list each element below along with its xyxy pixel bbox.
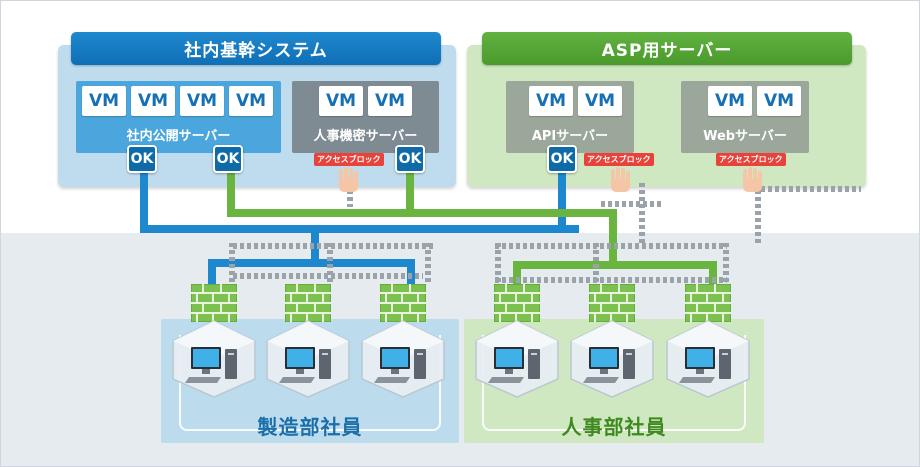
- vm-box: VM: [82, 86, 126, 116]
- network-line-blue: [140, 171, 148, 233]
- ok-badge: OK: [127, 145, 157, 173]
- hr-confidential-group: [292, 81, 439, 153]
- vm-box: VM: [131, 86, 175, 116]
- access-block-marker: アクセスブロック: [716, 153, 786, 200]
- network-line-green: [609, 209, 617, 269]
- access-block-label: アクセスブロック: [314, 153, 384, 166]
- vm-box: VM: [757, 86, 801, 116]
- vm-box: VM: [708, 86, 752, 116]
- ok-badge: OK: [213, 145, 243, 173]
- blocked-path: [639, 183, 645, 243]
- lower-background: [1, 233, 919, 466]
- blocked-path: [723, 243, 729, 283]
- network-line-blue: [208, 259, 216, 285]
- vm-box: VM: [578, 86, 622, 116]
- desktop-pc-icon: [569, 319, 655, 403]
- network-line-green: [513, 261, 521, 285]
- hr-bracket: [482, 335, 746, 431]
- desktop-pc-icon: [474, 319, 560, 403]
- access-block-label: アクセスブロック: [584, 153, 654, 166]
- stop-hand-icon: [743, 167, 762, 192]
- network-line-blue: [140, 225, 579, 233]
- blocked-path: [229, 243, 235, 283]
- hr-dept-label: 人事部社員: [561, 415, 667, 439]
- corp-system-header: 社内基幹システム: [71, 32, 441, 65]
- blocked-path: [495, 277, 727, 283]
- asp-server-header: ASP用サーバー: [482, 32, 852, 65]
- api-server-label: APIサーバー: [531, 129, 609, 144]
- desktop-pc-icon: [265, 319, 351, 403]
- ok-badge: OK: [395, 145, 425, 173]
- access-block-label: アクセスブロック: [716, 153, 786, 166]
- network-line-green: [709, 261, 717, 285]
- desktop-pc-icon: [360, 319, 446, 403]
- blocked-path: [327, 243, 333, 283]
- vm-box: VM: [319, 86, 363, 116]
- access-block-marker: アクセスブロック: [584, 153, 654, 200]
- stop-hand-icon: [611, 167, 630, 192]
- vm-box: VM: [229, 86, 273, 116]
- firewall-icon: [284, 283, 332, 326]
- network-line-blue: [407, 259, 415, 285]
- network-line-blue: [208, 259, 415, 267]
- firewall-icon: [684, 283, 732, 326]
- ok-badge: OK: [547, 145, 577, 173]
- manufacturing-dept-label: 製造部社員: [257, 415, 363, 439]
- mfg-bracket: [179, 335, 441, 431]
- blocked-path: [755, 183, 761, 243]
- firewall-icon: [588, 283, 636, 326]
- network-line-blue: [558, 171, 566, 233]
- blocked-path: [761, 186, 861, 192]
- network-line-green: [513, 261, 717, 269]
- blocked-path: [233, 273, 423, 279]
- firewall-icon: [493, 283, 541, 326]
- network-line-green: [227, 171, 235, 217]
- vm-box: VM: [529, 86, 573, 116]
- desktop-pc-icon: [171, 319, 257, 403]
- blocked-path: [601, 201, 661, 207]
- blocked-path: [425, 243, 431, 283]
- vm-box: VM: [368, 86, 412, 116]
- blocked-path: [593, 243, 599, 283]
- blocked-path: [347, 183, 353, 207]
- public-server-label: 社内公開サーバー: [126, 129, 231, 144]
- access-block-marker: アクセスブロック: [314, 153, 384, 200]
- desktop-pc-icon: [665, 319, 751, 403]
- firewall-icon: [190, 283, 238, 326]
- network-line-green: [406, 171, 414, 217]
- network-line-green: [227, 209, 617, 217]
- blocked-path: [495, 243, 727, 249]
- vm-box: VM: [180, 86, 224, 116]
- blocked-path: [233, 243, 433, 249]
- web-server-label: Webサーバー: [703, 129, 787, 144]
- stop-hand-icon: [339, 167, 358, 192]
- hr-confidential-label: 人事機密サーバー: [313, 129, 418, 144]
- blocked-path: [495, 243, 501, 283]
